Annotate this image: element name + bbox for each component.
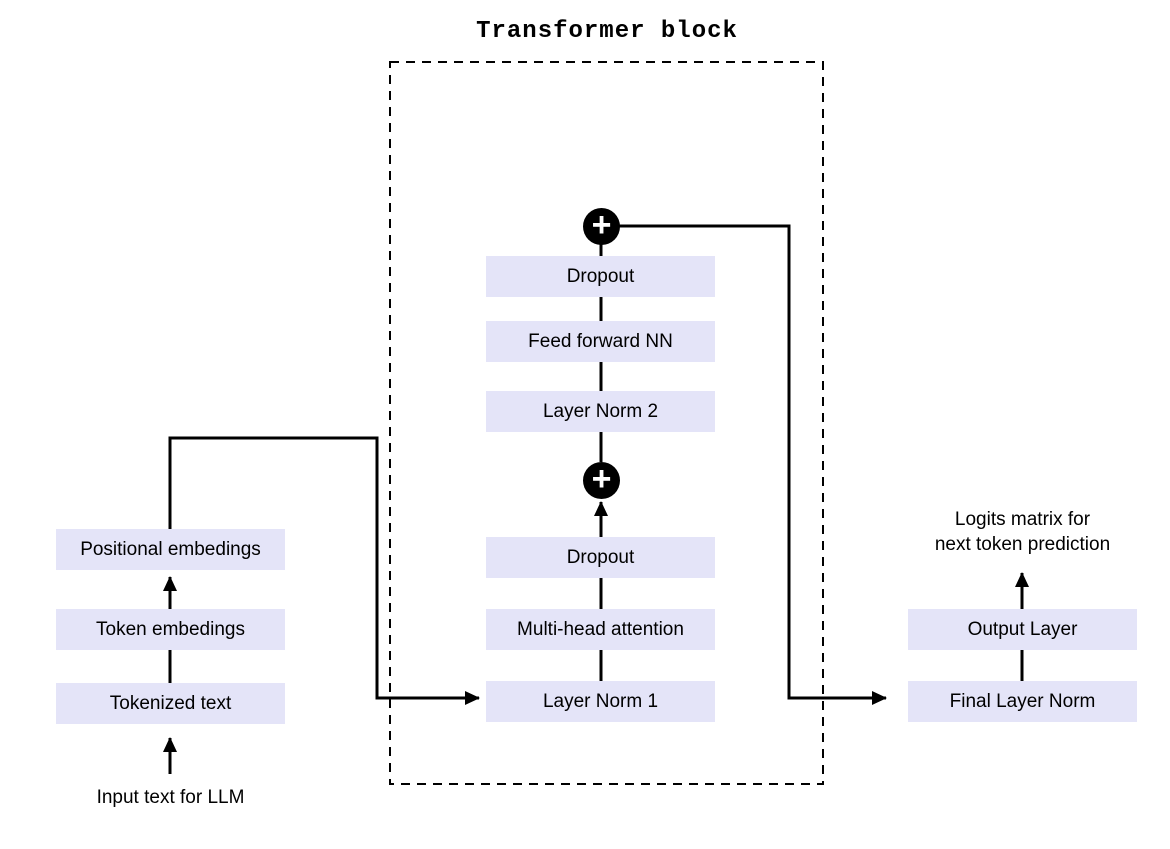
node-label: Layer Norm 1 <box>542 691 659 712</box>
node-label: Tokenized text <box>109 693 232 714</box>
plus-icon: + <box>591 460 612 498</box>
residual-add-upper: + <box>583 208 620 245</box>
transformer-block-boundary <box>389 61 824 785</box>
input-text-caption: Input text for LLM <box>96 787 245 808</box>
node-label: Token embedings <box>96 619 245 640</box>
node-label: Output Layer <box>967 619 1078 640</box>
node-dropout-attention: Dropout <box>486 537 715 578</box>
node-token-embedings: Token embedings <box>56 609 285 650</box>
node-layer-norm-2: Layer Norm 2 <box>486 391 715 432</box>
node-label: Final Layer Norm <box>949 691 1096 712</box>
node-multi-head-attention: Multi-head attention <box>486 609 715 650</box>
node-label: Dropout <box>566 547 635 568</box>
node-tokenized-text: Tokenized text <box>56 683 285 724</box>
node-label: Multi-head attention <box>517 619 684 640</box>
node-layer-norm-1: Layer Norm 1 <box>486 681 715 722</box>
node-label: Positional embedings <box>80 539 261 560</box>
logits-caption: Logits matrix for next token prediction <box>934 509 1111 555</box>
diagram-title: Transformer block <box>476 18 738 45</box>
residual-add-lower: + <box>583 462 620 499</box>
node-label: Feed forward NN <box>528 331 673 352</box>
node-final-layer-norm: Final Layer Norm <box>908 681 1137 722</box>
node-label: Dropout <box>566 266 635 287</box>
plus-icon: + <box>591 206 612 244</box>
node-feed-forward-nn: Feed forward NN <box>486 321 715 362</box>
node-positional-embedings: Positional embedings <box>56 529 285 570</box>
edge-add-upper-to-finalnorm <box>619 224 887 705</box>
node-dropout-ffn: Dropout <box>486 256 715 297</box>
node-output-layer: Output Layer <box>908 609 1137 650</box>
edge-positional-to-layernorm1 <box>168 436 480 705</box>
node-label: Layer Norm 2 <box>542 401 659 422</box>
